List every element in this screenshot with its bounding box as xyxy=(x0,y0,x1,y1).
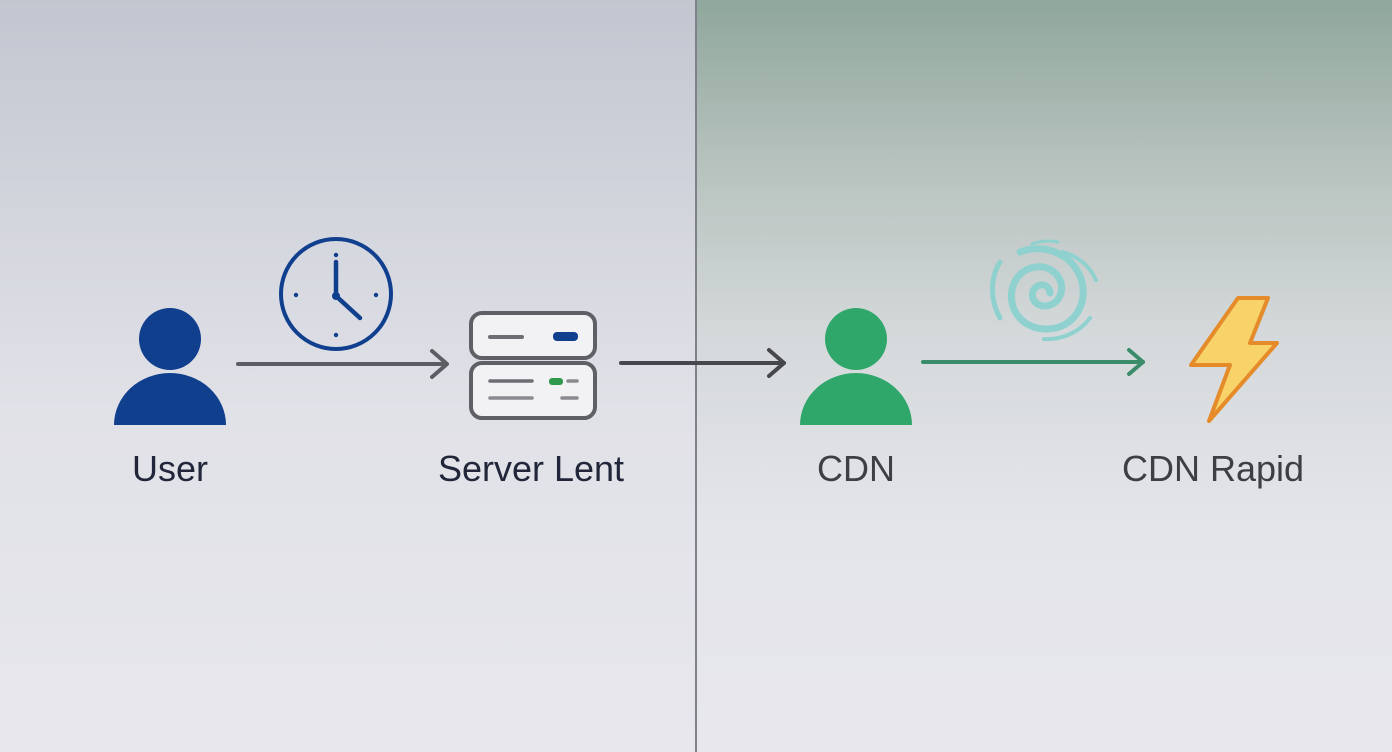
cdn-rapid-label: CDN Rapid xyxy=(1121,448,1305,489)
arrow-server-to-cdn xyxy=(619,348,786,378)
clock-icon xyxy=(279,237,393,351)
user-label: User xyxy=(131,448,208,489)
panel-divider xyxy=(695,0,697,752)
server-icon xyxy=(469,311,597,420)
user-icon xyxy=(114,308,226,425)
arrow-user-to-server xyxy=(236,349,449,379)
swirl-icon xyxy=(990,239,1098,342)
fast-path-panel xyxy=(697,0,1392,752)
arrow-cdn-to-rapid xyxy=(921,348,1145,376)
cdn-user-icon xyxy=(800,308,912,425)
server-label: Server Lent xyxy=(437,448,625,489)
cdn-label: CDN xyxy=(817,448,895,489)
lightning-icon xyxy=(1189,296,1279,423)
